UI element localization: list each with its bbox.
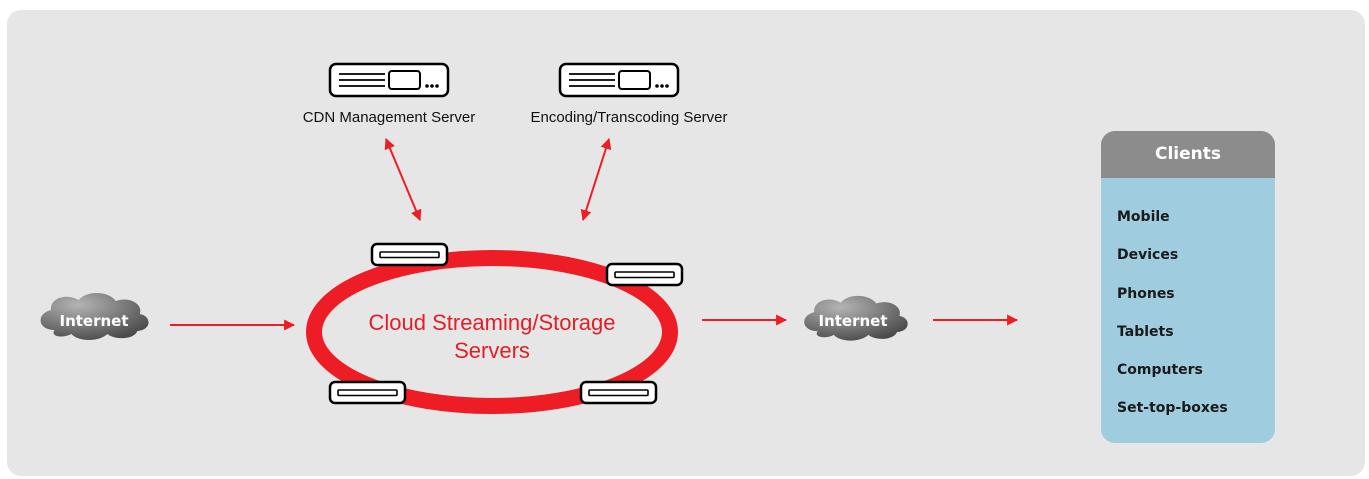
server-rack-icon bbox=[328, 62, 450, 98]
clients-header: Clients bbox=[1101, 131, 1275, 178]
server-node-icon bbox=[328, 380, 407, 405]
internet-right-label: Internet bbox=[818, 312, 887, 330]
client-item: Mobile bbox=[1117, 209, 1170, 225]
internet-left-label: Internet bbox=[59, 312, 128, 330]
cdn-management-server: CDN Management Server bbox=[303, 62, 476, 126]
internet-cloud-right: Internet bbox=[804, 295, 908, 341]
client-item: Devices bbox=[1117, 247, 1179, 264]
encoding-transcoding-server-label: Encoding/Transcoding Server bbox=[530, 109, 727, 126]
diagram-canvas: CDN Management Server Encoding/Transcodi… bbox=[7, 10, 1365, 476]
encoding-transcoding-server: Encoding/Transcoding Server bbox=[530, 62, 728, 126]
server-node-icon bbox=[579, 380, 658, 405]
internet-cloud-left: Internet bbox=[40, 292, 149, 340]
client-item: Computers bbox=[1117, 362, 1203, 379]
server-node-icon bbox=[370, 242, 449, 267]
client-item: Phones bbox=[1117, 285, 1175, 302]
ring-label-line2: Servers bbox=[454, 338, 530, 363]
client-item: Tablets bbox=[1117, 323, 1174, 340]
server-node-icon bbox=[605, 262, 684, 287]
cdn-link-arrow bbox=[384, 137, 422, 222]
encoding-link-arrow bbox=[580, 137, 612, 222]
ring-ellipse bbox=[306, 250, 678, 414]
server-rack-icon bbox=[558, 62, 680, 98]
cloud-storage-ring: Cloud Streaming/Storage Servers bbox=[306, 242, 684, 414]
ring-label-line1: Cloud Streaming/Storage bbox=[368, 310, 615, 335]
cdn-management-server-label: CDN Management Server bbox=[303, 109, 476, 126]
client-item: Set-top-boxes bbox=[1117, 400, 1228, 417]
